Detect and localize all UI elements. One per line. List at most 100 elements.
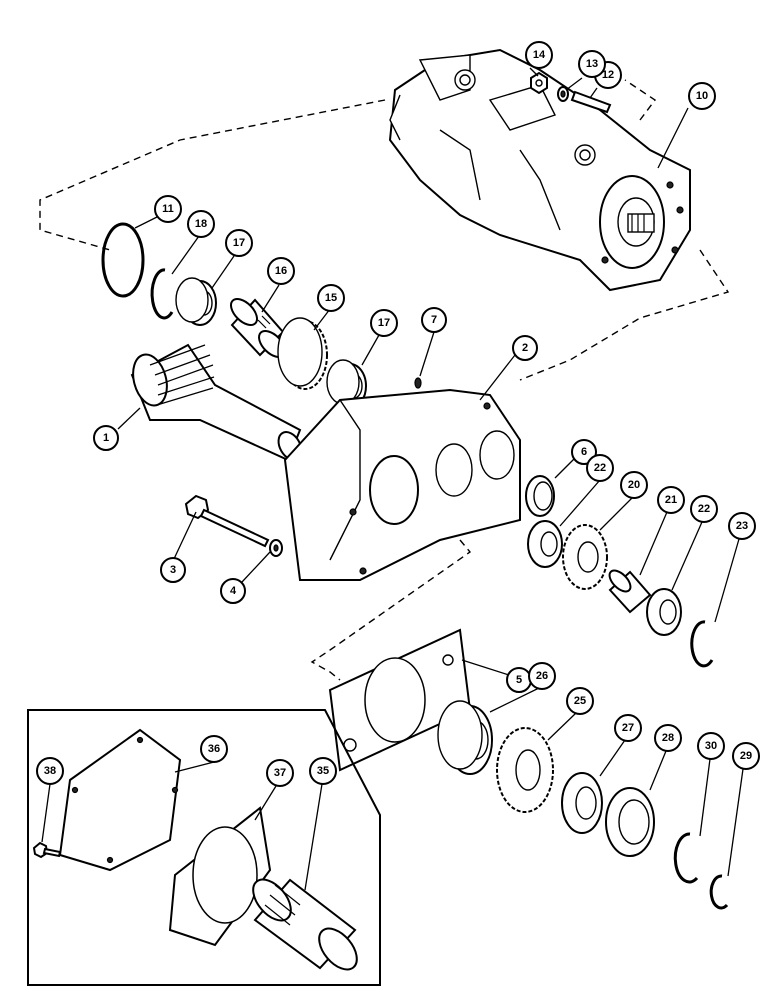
leader-lines	[41, 67, 744, 891]
svg-text:6: 6	[581, 446, 587, 458]
callout-28: 28	[654, 724, 682, 752]
bearing-17-upper	[175, 277, 217, 326]
bolt-3	[184, 494, 270, 548]
svg-text:25: 25	[574, 695, 586, 707]
cover-gasket-36	[58, 728, 182, 872]
callout-22a: 22	[586, 454, 614, 482]
callout-35: 35	[309, 757, 337, 785]
svg-text:16: 16	[275, 265, 287, 277]
nut-14	[530, 71, 548, 95]
svg-text:22: 22	[698, 503, 710, 515]
svg-text:37: 37	[274, 767, 286, 779]
callout-20: 20	[620, 471, 648, 499]
callouts: 1 2 3 4 5 6 7 10 11 12 13 14 15 16 17 17…	[36, 41, 760, 787]
svg-text:20: 20	[628, 479, 640, 491]
screw-38	[32, 841, 62, 859]
seal-ring-6	[525, 475, 555, 517]
svg-text:5: 5	[516, 674, 522, 686]
callout-14: 14	[525, 41, 553, 69]
assembly-dashed-outline-upper	[39, 79, 730, 381]
svg-text:4: 4	[230, 585, 237, 597]
svg-text:11: 11	[162, 203, 174, 215]
svg-text:12: 12	[602, 69, 614, 81]
callout-10: 10	[688, 82, 716, 110]
callout-23: 23	[728, 512, 756, 540]
svg-text:7: 7	[431, 314, 437, 326]
bearing-22-right	[646, 588, 682, 636]
svg-text:14: 14	[533, 49, 546, 61]
svg-text:35: 35	[317, 765, 329, 777]
stub-shaft-21	[608, 569, 652, 614]
snap-ring-29	[709, 874, 729, 910]
plug-7	[414, 377, 422, 389]
callout-27: 27	[614, 714, 642, 742]
callout-17a: 17	[225, 229, 253, 257]
assembly-dashed-outline-lower	[310, 539, 472, 681]
callout-5: 5	[506, 667, 532, 693]
callout-1: 1	[93, 425, 119, 451]
svg-text:27: 27	[622, 722, 634, 734]
callout-21: 21	[657, 486, 685, 514]
bearing-17-lower	[326, 359, 367, 409]
gear-15	[277, 317, 328, 390]
svg-text:36: 36	[208, 743, 220, 755]
svg-text:30: 30	[705, 740, 717, 752]
gasket-37	[168, 806, 272, 947]
callout-30: 30	[697, 732, 725, 760]
callout-25: 25	[566, 687, 594, 715]
svg-text:10: 10	[696, 90, 708, 102]
callout-16: 16	[267, 257, 295, 285]
callout-22b: 22	[690, 495, 718, 523]
gear-20	[562, 524, 608, 590]
callout-37: 37	[266, 759, 294, 787]
inset-panel	[27, 709, 381, 986]
hydraulic-pump-assembly	[388, 48, 691, 292]
callout-29: 29	[732, 742, 760, 770]
callout-38: 38	[36, 757, 64, 785]
callout-13: 13	[578, 50, 606, 78]
callout-36: 36	[200, 735, 228, 763]
gear-25	[496, 727, 554, 813]
gasket-5	[328, 628, 472, 772]
bearing-27	[561, 772, 603, 834]
svg-text:28: 28	[662, 732, 674, 744]
callout-4: 4	[220, 578, 246, 604]
svg-text:18: 18	[195, 218, 207, 230]
stud-12	[570, 90, 612, 114]
splined-shaft-35	[252, 878, 358, 971]
svg-text:38: 38	[44, 765, 56, 777]
svg-text:3: 3	[170, 564, 176, 576]
snap-ring-23	[690, 620, 714, 668]
washer-13	[557, 86, 569, 102]
callout-7: 7	[421, 307, 447, 333]
callout-18: 18	[187, 210, 215, 238]
snap-ring-30	[673, 832, 699, 884]
svg-text:2: 2	[522, 342, 528, 354]
callout-11: 11	[154, 195, 182, 223]
svg-text:15: 15	[325, 292, 337, 304]
bearing-22-left	[527, 520, 563, 568]
svg-text:17: 17	[233, 237, 245, 249]
svg-text:1: 1	[103, 432, 109, 444]
svg-text:21: 21	[665, 494, 677, 506]
svg-text:22: 22	[594, 462, 606, 474]
callout-17b: 17	[370, 309, 398, 337]
svg-text:29: 29	[740, 750, 752, 762]
svg-text:17: 17	[378, 317, 390, 329]
washer-4	[269, 539, 283, 557]
o-ring-11	[101, 222, 145, 298]
callout-6: 6	[571, 439, 597, 465]
bearing-cup-28	[605, 787, 655, 857]
splined-drive-shaft-1	[130, 343, 303, 462]
svg-text:13: 13	[586, 58, 598, 70]
callout-26: 26	[528, 662, 556, 690]
svg-text:23: 23	[736, 520, 748, 532]
callout-3: 3	[160, 557, 186, 583]
callout-2: 2	[512, 335, 538, 361]
snap-ring-18	[150, 268, 174, 320]
gear-housing-2	[283, 388, 521, 581]
callout-15: 15	[317, 284, 345, 312]
bearing-26	[437, 700, 493, 775]
svg-text:26: 26	[536, 670, 548, 682]
